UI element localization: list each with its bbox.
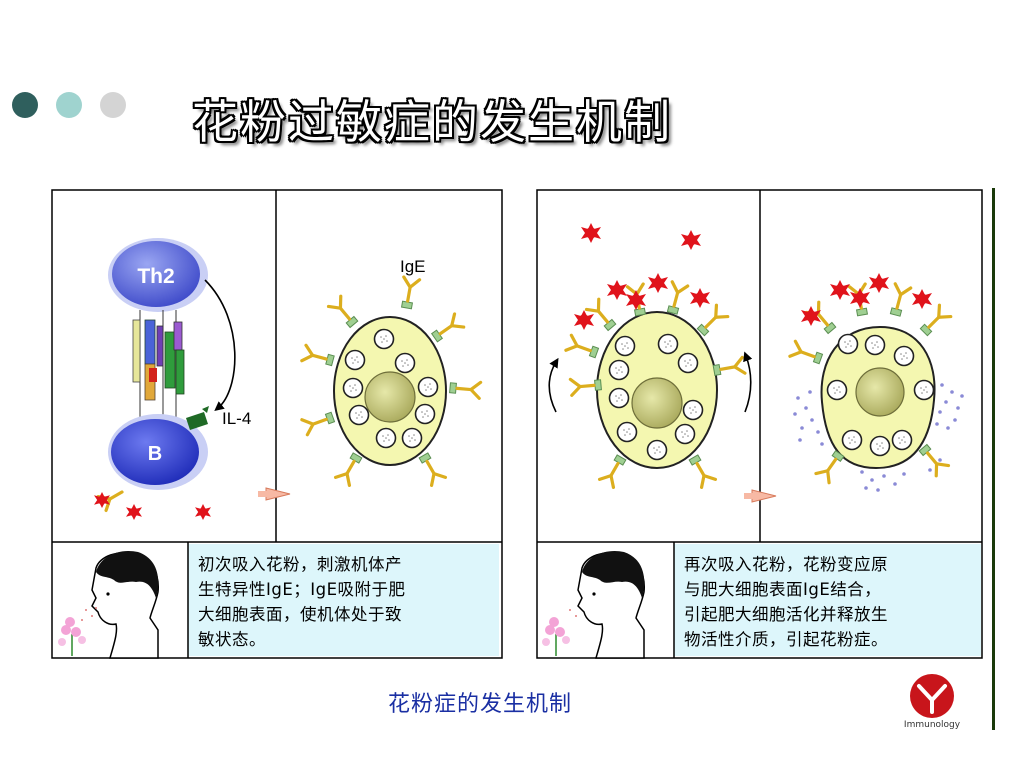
left-diagram-frame <box>51 189 503 659</box>
person-illustration-left <box>91 550 159 659</box>
caption-panel-left <box>188 544 499 656</box>
diagram-subtitle: 花粉症的发生机制 <box>388 692 573 717</box>
caption-left-line: 初次吸入花粉，刺激机体产 <box>198 555 402 574</box>
caption-right-line: 与肥大细胞表面IgE结合， <box>684 580 882 599</box>
dot-dark <box>12 92 38 118</box>
caption-left-line: 敏状态。 <box>198 630 266 649</box>
th2-label: Th2 <box>137 265 174 288</box>
person-illustration-right <box>577 550 645 659</box>
il4-label: IL-4 <box>222 409 251 428</box>
th2-cell: Th2 <box>108 238 208 312</box>
b-cell: B <box>108 414 208 490</box>
caption-panel-right <box>674 544 981 656</box>
dot-grey <box>100 92 126 118</box>
il4-molecule <box>186 412 208 430</box>
caption-right-line: 引起肥大细胞活化并释放生 <box>684 605 888 624</box>
mast-cell-binding <box>564 280 747 489</box>
receptor-bundle <box>132 310 185 418</box>
slide-title: 花粉过敏症的发生机制 <box>192 95 672 149</box>
b-label: B <box>148 443 162 465</box>
flower-icon-left <box>58 607 97 656</box>
mast-cell-sensitized <box>300 275 483 487</box>
caption-right: 再次吸入花粉，花粉变应原 与肥大细胞表面IgE结合， 引起肥大细胞活化并释放生 … <box>684 552 888 652</box>
mast-cell-degranulating <box>788 282 953 485</box>
caption-left-line: 大细胞表面，使机体处于致 <box>198 605 402 624</box>
logo-text: Immunology <box>903 720 961 730</box>
immunology-y-logo-icon <box>910 674 954 718</box>
caption-left-line: 生特异性IgE；IgE吸附于肥 <box>198 580 406 599</box>
title-dots <box>12 92 132 120</box>
il4-arrow <box>204 279 236 412</box>
released-mediators <box>793 383 964 492</box>
flower-icon-right <box>542 609 577 656</box>
right-diagram-frame <box>536 189 983 659</box>
right-edge-rule <box>992 188 995 730</box>
ige-label: IgE <box>400 257 426 276</box>
caption-right-line: 物活性介质，引起花粉症。 <box>684 630 888 649</box>
dot-light <box>56 92 82 118</box>
caption-right-line: 再次吸入花粉，花粉变应原 <box>684 555 888 574</box>
caption-left: 初次吸入花粉，刺激机体产 生特异性IgE；IgE吸附于肥 大细胞表面，使机体处于… <box>198 552 406 652</box>
